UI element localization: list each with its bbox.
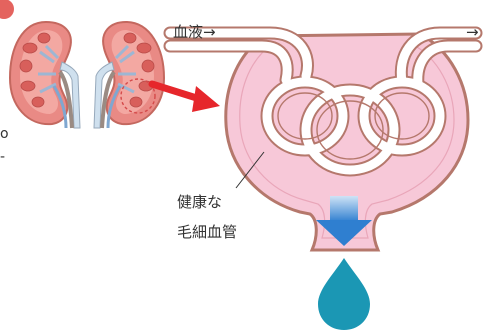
capillary-label-line1: 健康な: [177, 195, 222, 210]
edge-mark-top: o: [0, 127, 9, 141]
zoom-arrow-icon: [152, 84, 220, 112]
blood-in-label: 血液→: [173, 25, 216, 40]
water-drop-icon: [318, 258, 370, 330]
edge-mark-bottom: -: [0, 150, 5, 164]
corner-badge: [0, 0, 14, 19]
kidney-right-icon: [94, 22, 164, 128]
blood-out-arrow: →: [466, 25, 479, 40]
capillary-label-line2: 毛細血管: [177, 225, 237, 240]
kidney-left-icon: [10, 22, 80, 128]
